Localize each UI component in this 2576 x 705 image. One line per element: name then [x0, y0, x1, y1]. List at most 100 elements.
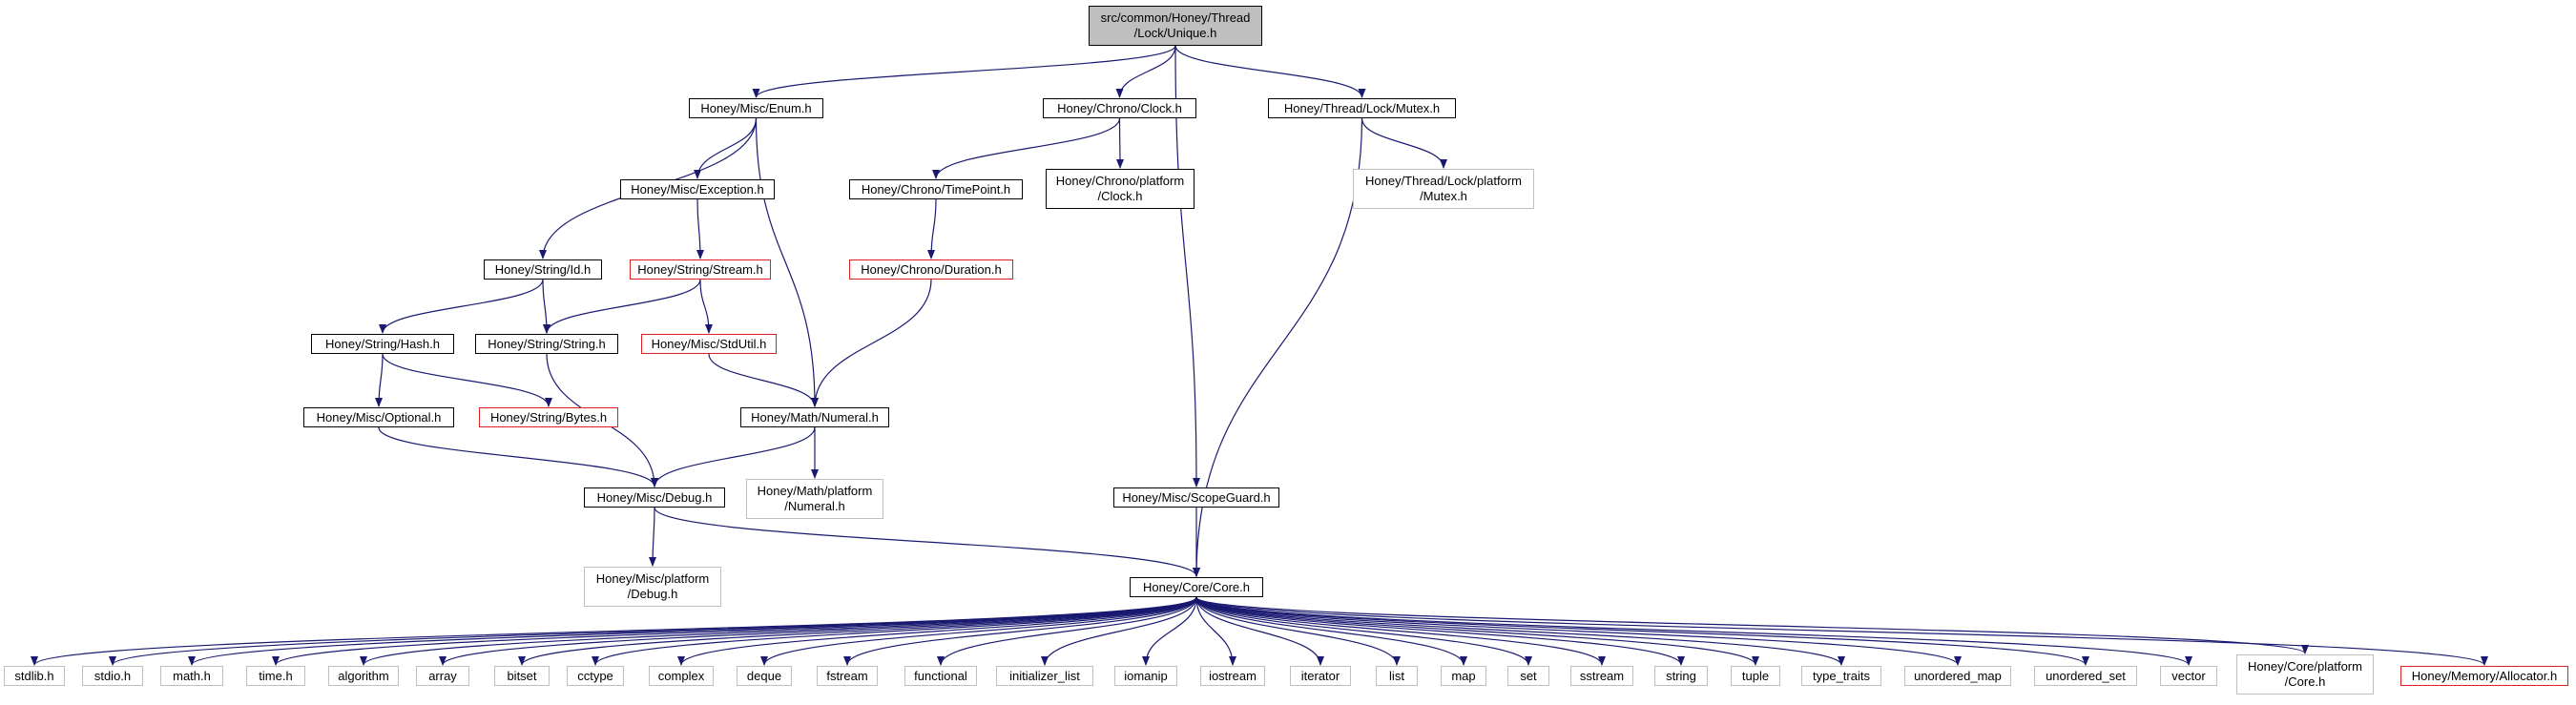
- edge-root-to-thread_mutex: [1174, 45, 1366, 98]
- node-functional[interactable]: functional: [904, 666, 977, 686]
- node-string-id[interactable]: Honey/String/Id.h: [484, 259, 602, 280]
- edge-core_core-to-string: [1195, 596, 1685, 666]
- edge-root-to-chrono_clock: [1115, 45, 1176, 98]
- edge-core_core-to-set: [1195, 596, 1532, 666]
- edge-core_core-to-vector: [1195, 596, 2192, 666]
- node-list[interactable]: list: [1376, 666, 1418, 686]
- edge-core_core-to-time_h: [272, 596, 1197, 666]
- edge-string_id-to-string_string: [542, 279, 551, 334]
- edge-core_core-to-fstream: [843, 596, 1197, 666]
- node-vector[interactable]: vector: [2160, 666, 2217, 686]
- edge-chrono_duration-to-math_numeral: [811, 279, 932, 407]
- edge-string_hash-to-string_bytes: [382, 353, 552, 407]
- edge-core_core-to-memory_allocator: [1195, 596, 2488, 666]
- node-algorithm[interactable]: algorithm: [328, 666, 399, 686]
- node-chrono-platform-clock[interactable]: Honey/Chrono/platform /Clock.h: [1046, 169, 1195, 209]
- node-type-traits[interactable]: type_traits: [1801, 666, 1881, 686]
- edge-core_core-to-iterator: [1195, 596, 1324, 666]
- node-math-platform-numeral[interactable]: Honey/Math/platform /Numeral.h: [746, 479, 883, 519]
- node-misc-debug[interactable]: Honey/Misc/Debug.h: [584, 487, 725, 508]
- node-memory-allocator[interactable]: Honey/Memory/Allocator.h: [2400, 666, 2568, 686]
- edge-math_numeral-to-misc_debug: [651, 426, 816, 487]
- edge-core_core-to-cctype: [592, 596, 1197, 666]
- edge-chrono_clock-to-chrono_timepoint: [932, 117, 1121, 179]
- node-array[interactable]: array: [416, 666, 469, 686]
- node-stdio-h[interactable]: stdio.h: [82, 666, 143, 686]
- node-string-bytes[interactable]: Honey/String/Bytes.h: [479, 407, 618, 427]
- node-chrono-duration[interactable]: Honey/Chrono/Duration.h: [849, 259, 1013, 280]
- node-fstream[interactable]: fstream: [817, 666, 878, 686]
- edge-chrono_timepoint-to-chrono_duration: [927, 198, 937, 259]
- node-thread-platform-mutex[interactable]: Honey/Thread/Lock/platform /Mutex.h: [1353, 169, 1534, 209]
- node-misc-platform-debug[interactable]: Honey/Misc/platform /Debug.h: [584, 567, 721, 607]
- edge-core_core-to-type_traits: [1195, 596, 1845, 666]
- edge-core_core-to-list: [1195, 596, 1401, 666]
- node-string-stream[interactable]: Honey/String/Stream.h: [630, 259, 771, 280]
- node-time-h[interactable]: time.h: [246, 666, 305, 686]
- edge-core_core-to-map: [1195, 596, 1467, 666]
- node-cctype[interactable]: cctype: [567, 666, 624, 686]
- node-root: src/common/Honey/Thread /Lock/Unique.h: [1089, 6, 1262, 46]
- node-unordered-set[interactable]: unordered_set: [2034, 666, 2137, 686]
- edge-string_id-to-string_hash: [379, 279, 544, 334]
- node-core-platform-core[interactable]: Honey/Core/platform /Core.h: [2236, 654, 2374, 695]
- node-string-string[interactable]: Honey/String/String.h: [475, 334, 618, 354]
- node-bitset[interactable]: bitset: [494, 666, 550, 686]
- edge-misc_enum-to-misc_exception: [694, 117, 758, 179]
- edge-core_core-to-deque: [760, 596, 1197, 666]
- node-iomanip[interactable]: iomanip: [1114, 666, 1177, 686]
- node-tuple[interactable]: tuple: [1731, 666, 1780, 686]
- node-string-hash[interactable]: Honey/String/Hash.h: [311, 334, 454, 354]
- node-math-h[interactable]: math.h: [160, 666, 223, 686]
- edge-core_core-to-stdio_h: [109, 596, 1197, 666]
- edge-core_core-to-unordered_map: [1195, 596, 1962, 666]
- edge-root-to-misc_scopeguard: [1174, 45, 1200, 487]
- edge-misc_debug-to-core_core: [654, 507, 1200, 577]
- edge-core_core-to-iostream: [1195, 596, 1236, 666]
- node-thread-mutex[interactable]: Honey/Thread/Lock/Mutex.h: [1268, 98, 1456, 118]
- edge-string_hash-to-misc_optional: [375, 353, 384, 407]
- node-chrono-timepoint[interactable]: Honey/Chrono/TimePoint.h: [849, 179, 1023, 199]
- edge-core_core-to-unordered_set: [1195, 596, 2089, 666]
- edge-core_core-to-array: [439, 596, 1197, 666]
- node-iterator[interactable]: iterator: [1290, 666, 1351, 686]
- edge-core_core-to-algorithm: [360, 596, 1197, 666]
- edge-core_core-to-iomanip: [1142, 596, 1197, 666]
- edge-misc_debug-to-misc_platform_debug: [649, 507, 657, 567]
- node-misc-stdutil[interactable]: Honey/Misc/StdUtil.h: [641, 334, 777, 354]
- node-map[interactable]: map: [1441, 666, 1486, 686]
- edge-misc_enum-to-math_numeral: [755, 117, 819, 407]
- node-complex[interactable]: complex: [649, 666, 714, 686]
- node-misc-optional[interactable]: Honey/Misc/Optional.h: [303, 407, 454, 427]
- node-stdlib-h[interactable]: stdlib.h: [4, 666, 65, 686]
- node-math-numeral[interactable]: Honey/Math/Numeral.h: [740, 407, 889, 427]
- node-misc-exception[interactable]: Honey/Misc/Exception.h: [620, 179, 775, 199]
- node-sstream[interactable]: sstream: [1570, 666, 1633, 686]
- edge-misc_exception-to-string_stream: [696, 198, 704, 259]
- edge-core_core-to-complex: [677, 596, 1197, 666]
- edge-core_core-to-initializer_list: [1041, 596, 1197, 666]
- edge-thread_mutex-to-thread_platform_mutex: [1361, 117, 1447, 169]
- node-string[interactable]: string: [1654, 666, 1708, 686]
- edge-core_core-to-tuple: [1195, 596, 1759, 666]
- edge-string_stream-to-misc_stdutil: [699, 279, 713, 334]
- node-set[interactable]: set: [1507, 666, 1549, 686]
- node-misc-scopeguard[interactable]: Honey/Misc/ScopeGuard.h: [1113, 487, 1279, 508]
- edge-core_core-to-sstream: [1195, 596, 1606, 666]
- node-misc-enum[interactable]: Honey/Misc/Enum.h: [689, 98, 823, 118]
- edge-chrono_clock-to-chrono_platform_clock: [1115, 117, 1124, 169]
- node-core-core[interactable]: Honey/Core/Core.h: [1130, 577, 1263, 597]
- edge-thread_mutex-to-core_core: [1193, 117, 1363, 577]
- edge-core_core-to-functional: [937, 596, 1197, 666]
- node-initializer-list[interactable]: initializer_list: [996, 666, 1093, 686]
- node-iostream[interactable]: iostream: [1200, 666, 1265, 686]
- node-unordered-map[interactable]: unordered_map: [1904, 666, 2011, 686]
- edge-misc_stdutil-to-math_numeral: [708, 353, 819, 407]
- node-deque[interactable]: deque: [737, 666, 792, 686]
- edge-misc_optional-to-misc_debug: [378, 426, 658, 487]
- node-chrono-clock[interactable]: Honey/Chrono/Clock.h: [1043, 98, 1196, 118]
- edge-core_core-to-math_h: [188, 596, 1197, 666]
- edge-string_stream-to-string_string: [543, 279, 701, 334]
